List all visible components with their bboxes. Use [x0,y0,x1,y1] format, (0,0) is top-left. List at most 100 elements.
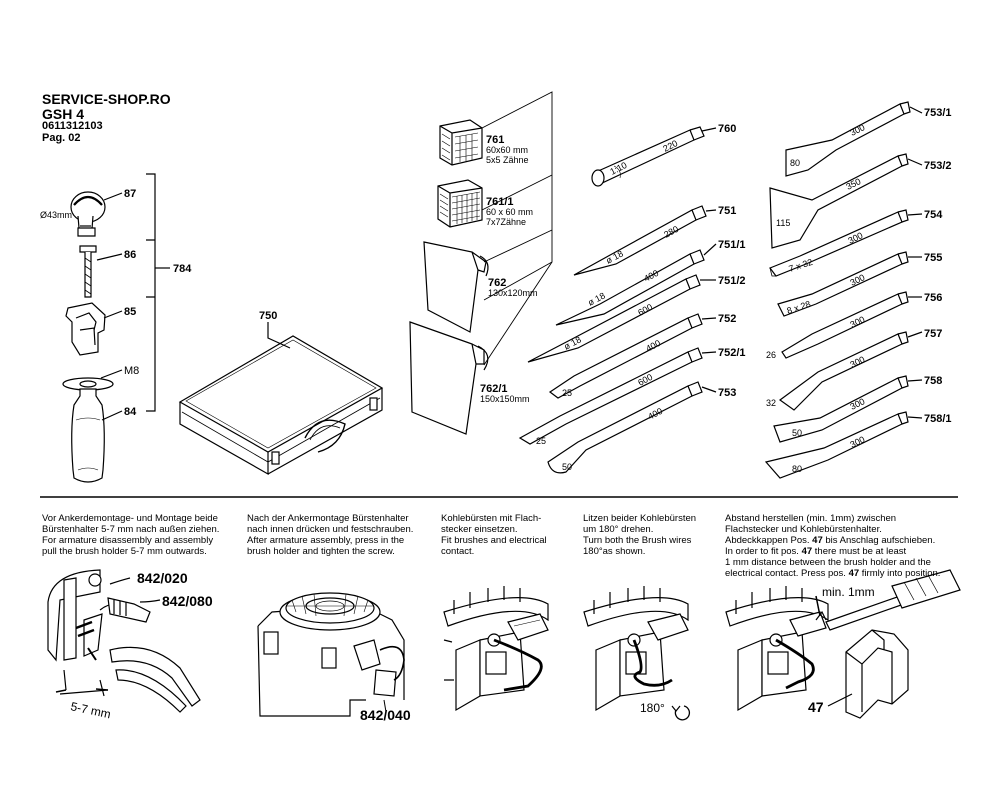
instruction-5-l3: Abdeckkappen Pos. 47 bis Anschlag aufsch… [725,535,940,546]
fig5-part: 47 [808,699,824,715]
instruction-5-l3c: bis Anschlag aufschieben. [822,535,936,546]
instruction-3-de2: stecker einsetzen. [441,524,518,535]
spec-chisel-751: ø 18 [604,248,625,265]
instruction-5-l4c: there must be at least [812,546,907,557]
label-chisel-753: 753 [718,387,736,399]
instruction-4-de1: Litzen beider Kohlebürsten [583,513,697,524]
model-title: GSH 4 [42,106,85,122]
instruction-1: Vor Ankerdemontage- und Montage beide Bü… [42,513,219,557]
spec-chisel-752: 25 [562,388,572,398]
length-chisel-752-1: 600 [636,372,654,388]
instruction-3: Kohlebürsten mit Flach- stecker einsetze… [441,513,547,557]
label-chisel-757: 757 [924,328,942,340]
label-762-dim: 130x120mm [488,288,538,298]
instruction-2-de1: Nach der Ankermontage Bürstenhalter [247,513,409,524]
instruction-5-l2: Flachstecker und Kohlebürstenhalter. [725,524,882,535]
spec-chisel-754: 7 x 32 [788,257,814,274]
instruction-5-l3a: Abdeckkappen Pos. [725,535,813,546]
instruction-5-l5: 1 mm distance between the brush holder a… [725,557,931,568]
label-chisel-758-1: 758/1 [924,413,952,425]
instruction-1-de2: Bürstenhalter 5-7 mm nach außen ziehen. [42,524,220,535]
bush-hammer-pads [409,91,553,435]
spec-chisel-753-2: 115 [776,218,790,228]
figure-fit-brushes [443,586,549,712]
instruction-5: Abstand herstellen (min. 1mm) zwischen F… [725,513,940,579]
spec-chisel-760: 1:10 [608,160,628,177]
label-chisel-752-1: 752/1 [718,347,746,359]
instruction-1-de1: Vor Ankerdemontage- und Montage beide [42,513,218,524]
instruction-4-de2: um 180° drehen. [583,524,654,535]
label-chisel-756: 756 [924,292,942,304]
spec-chisel-756: 26 [766,350,776,360]
label-chisel-754: 754 [924,209,943,221]
page-number: Pag. 02 [42,132,81,144]
chisels-right [764,101,923,479]
label-chisel-753-2: 753/2 [924,160,952,172]
length-chisel-756: 300 [848,314,866,330]
label-761: 761 [486,134,504,146]
length-chisel-753-2: 350 [844,176,862,192]
instruction-5-l4b: 47 [801,546,813,557]
instruction-2: Nach der Ankermontage Bürstenhalter nach… [247,513,413,557]
instruction-5-l6c: firmly into position. [859,568,941,579]
label-84: 84 [124,406,137,418]
instruction-5-l6: electrical contact. Press pos. 47 firmly… [725,568,940,579]
spec-chisel-753-1: 80 [790,158,800,168]
spec-chisel-758: 50 [792,428,802,438]
spec-chisel-751-2: ø 18 [562,334,583,351]
label-85: 85 [124,306,136,318]
length-chisel-758: 300 [848,396,866,412]
length-chisel-757: 300 [848,354,866,370]
label-chisel-760: 760 [718,123,736,135]
instruction-5-l6a: electrical contact. Press pos. [725,568,849,579]
label-chisel-758: 758 [924,375,942,387]
figure-turn-wires [583,586,691,721]
length-chisel-751-2: 600 [636,302,654,318]
label-761-1-dim: 60 x 60 mm [486,207,533,217]
label-750: 750 [259,310,277,322]
instruction-5-l1: Abstand herstellen (min. 1mm) zwischen [725,513,897,524]
label-chisel-755: 755 [924,252,942,264]
instruction-1-en1: For armature disassembly and assembly [42,535,214,546]
label-762-1: 762/1 [480,383,508,395]
label-m8: M8 [124,365,139,377]
spec-chisel-757: 32 [766,398,776,408]
instruction-3-en2: contact. [441,546,475,557]
label-chisel-752: 752 [718,313,736,325]
spec-chisel-758-1: 80 [792,464,802,474]
figure-brush-holder-press [257,592,405,717]
label-chisel-751-2: 751/2 [718,275,746,287]
label-762: 762 [488,277,506,289]
length-chisel-755: 300 [848,272,866,288]
instruction-5-l4: In order to fit pos. 47 there must be at… [725,546,940,557]
instruction-5-l6b: 47 [848,568,860,579]
fig5-min-gap: min. 1mm [822,585,875,599]
fig1-part-b: 842/080 [162,593,213,609]
label-diameter: Ø43mm [40,210,72,220]
label-87: 87 [124,188,136,200]
figure-fit-cover-caps [725,569,961,719]
label-761-1: 761/1 [486,196,514,208]
spec-chisel-752-1: 25 [536,436,546,446]
part-code: 0611312103 [42,120,103,132]
instruction-5-l4a: In order to fit pos. [725,546,802,557]
length-chisel-753-1: 300 [848,122,866,138]
length-chisel-758-1: 300 [848,434,866,450]
label-761-dim: 60x60 mm [486,145,528,155]
length-chisel-752: 400 [644,338,662,354]
length-chisel-751: 280 [662,224,680,240]
length-chisel-754: 300 [846,230,864,246]
spec-chisel-751-1: ø 18 [586,290,607,307]
spec-chisel-755: 8 x 28 [786,299,812,316]
fig2-part: 842/040 [360,707,411,723]
label-762-1-dim: 150x150mm [480,394,530,404]
fig4-rotation: 180° [640,701,665,715]
label-chisel-751: 751 [718,205,736,217]
instruction-1-en2: pull the brush holder 5-7 mm outwards. [42,546,207,557]
instruction-2-en1: After armature assembly, press in the [247,535,405,546]
fig1-part-a: 842/020 [137,570,188,586]
label-784: 784 [173,263,192,275]
instruction-2-en2: brush holder and tighten the screw. [247,546,395,557]
